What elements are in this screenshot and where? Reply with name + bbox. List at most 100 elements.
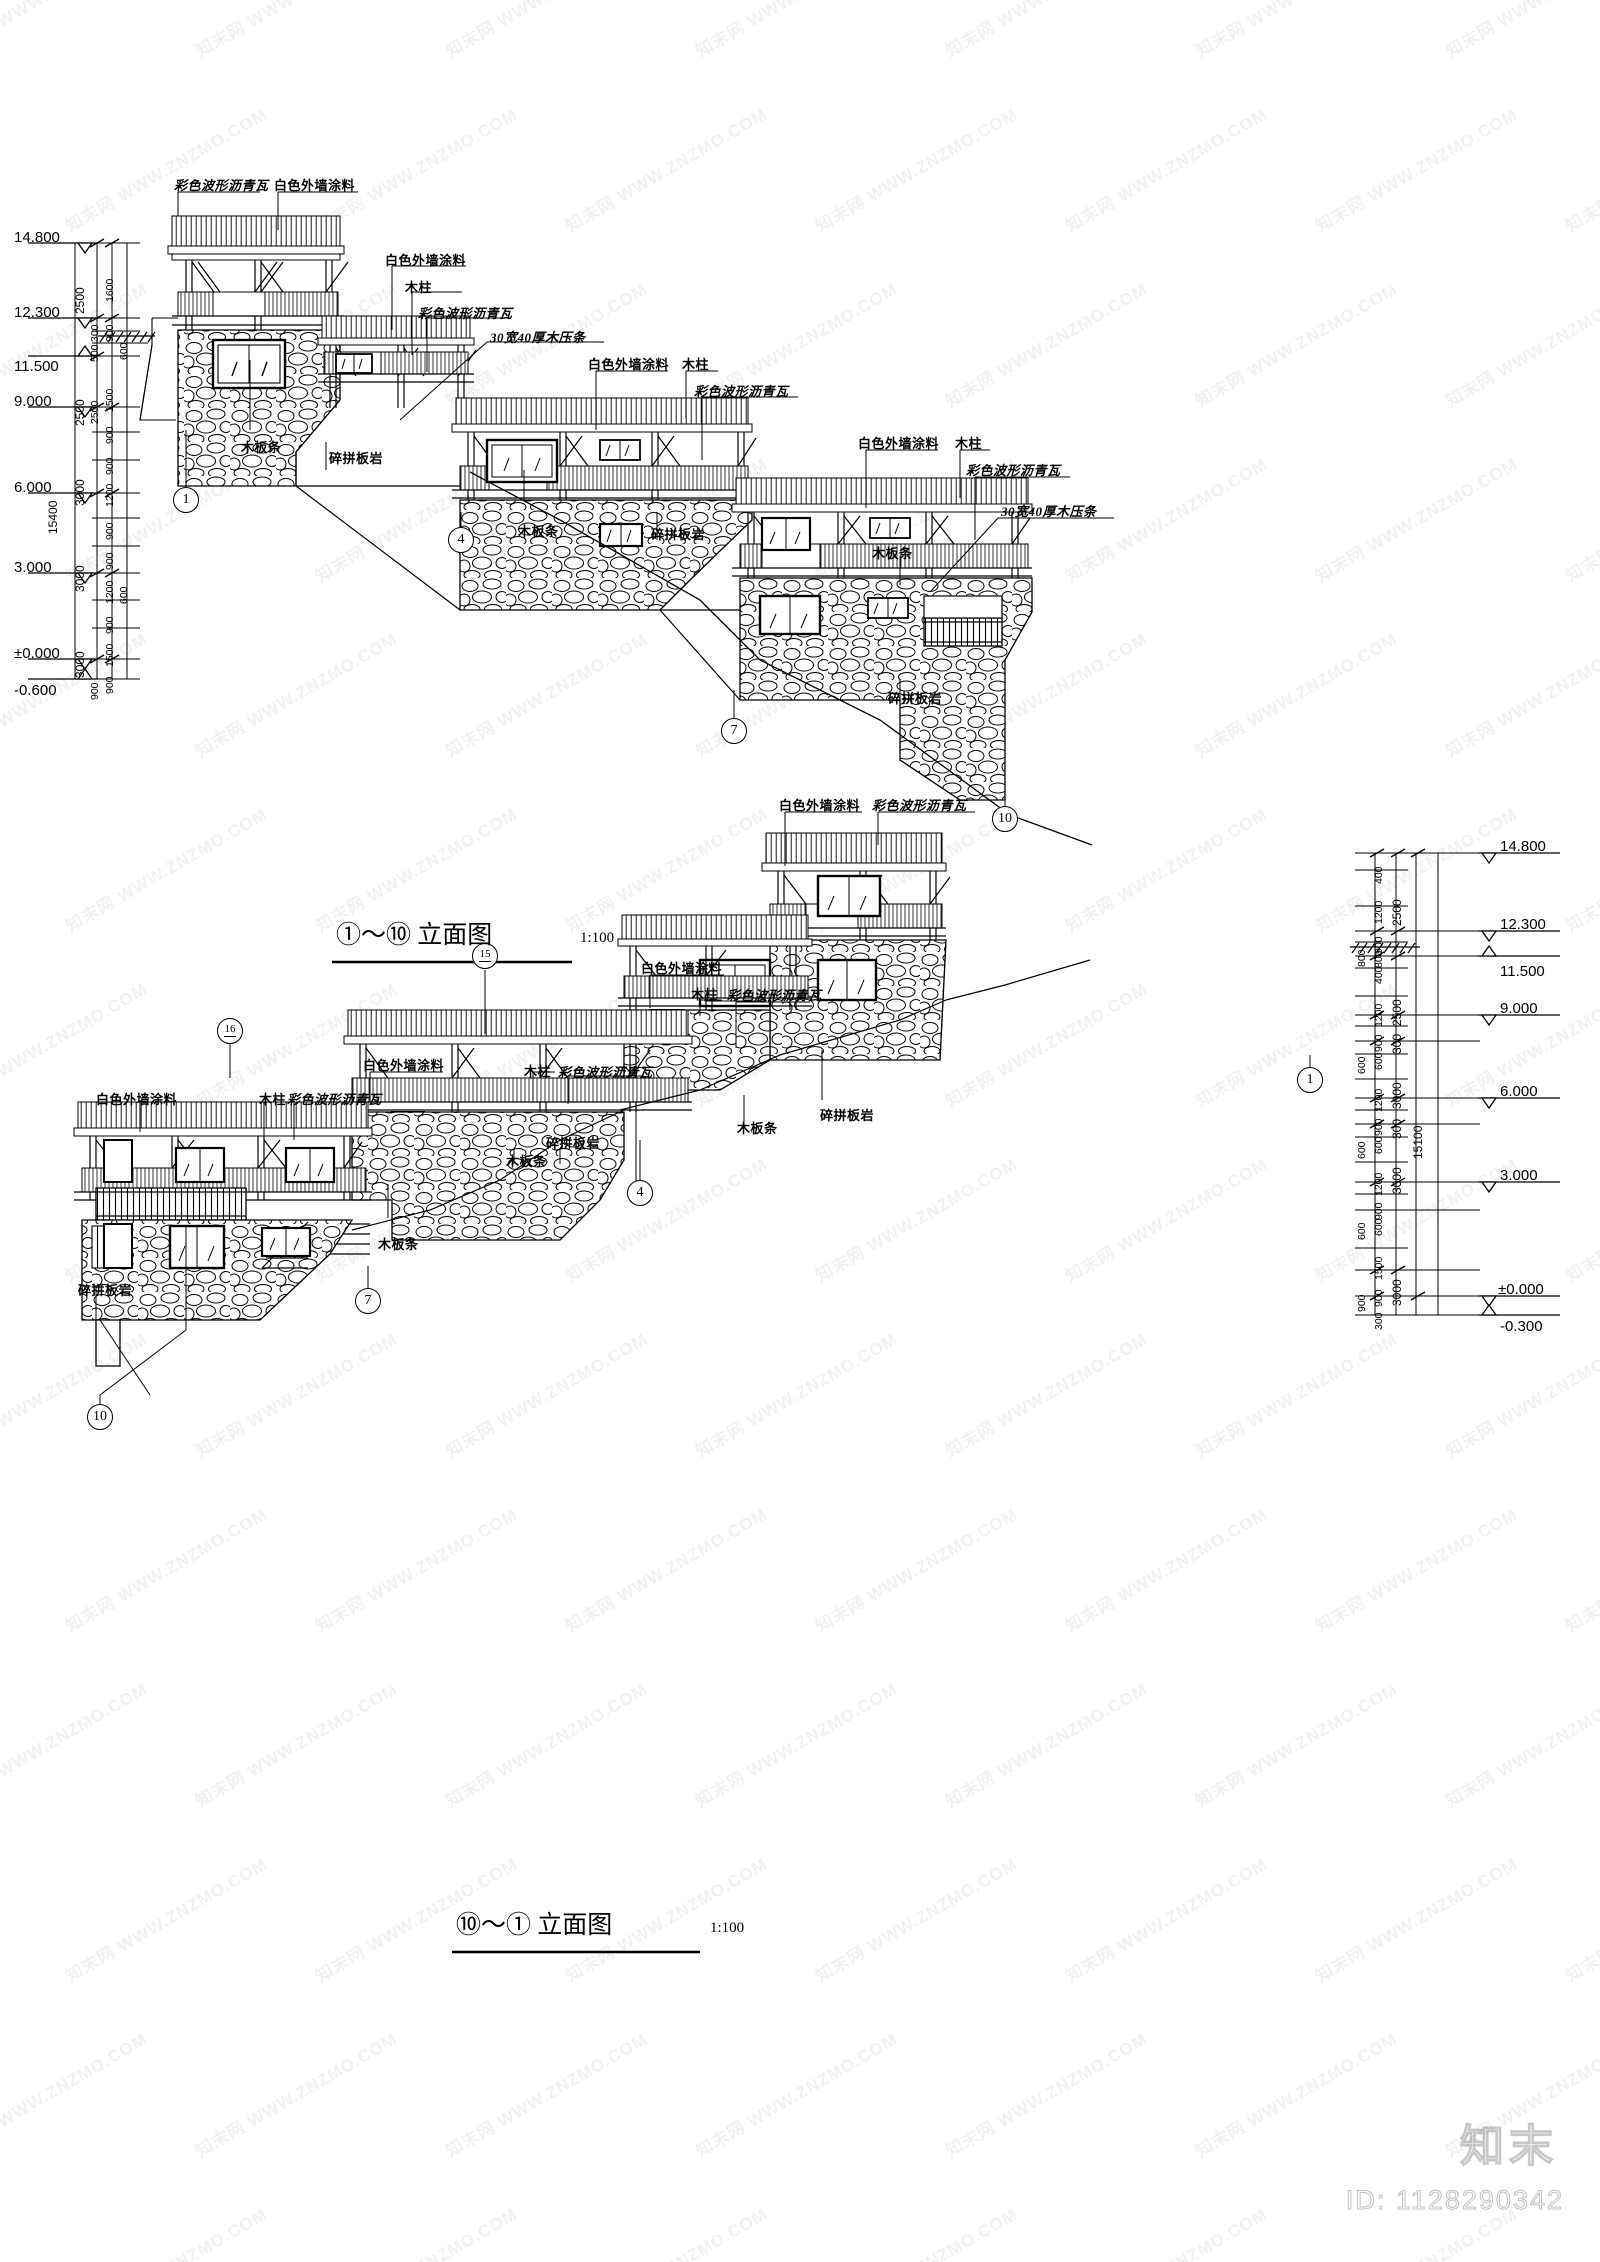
elevation-level-value: 6.000 — [14, 479, 52, 496]
dimension-value: 2500 — [1390, 999, 1404, 1026]
dimension-value: 300 — [1373, 1312, 1385, 1330]
dimension-value: 1200 — [104, 580, 116, 604]
material-annotation: 木柱 — [955, 436, 983, 451]
dimension-value: 2500 — [89, 400, 101, 424]
dimension-value: 600 — [1373, 1052, 1385, 1070]
material-annotation: 白色外墙涂料 — [385, 253, 467, 268]
elevation-2-title: ⑩～① 立面图 — [456, 1912, 613, 1939]
dimension-value: 900 — [1373, 1034, 1385, 1052]
dimension-value: 500 — [89, 344, 101, 362]
elevation-level-value: ±0.000 — [1498, 1281, 1544, 1298]
dimension-value: 3000 — [73, 565, 87, 592]
material-annotation: 木柱 — [682, 357, 710, 372]
material-annotation: 木板条 — [241, 440, 282, 455]
elevation-level-value: 11.500 — [14, 358, 59, 375]
dimension-value: 1500 — [104, 388, 116, 412]
grid-bubble-4-lower: 4 — [627, 1180, 653, 1206]
dimension-value: 900 — [104, 616, 116, 634]
material-annotation: 碎拼板岩 — [820, 1108, 875, 1123]
dimension-value: 900 — [104, 324, 116, 342]
dimension-value: 900 — [104, 426, 116, 444]
material-annotation: 碎拼板岩 — [78, 1283, 133, 1298]
dimension-value: 3000 — [1390, 1279, 1404, 1306]
material-annotation: 彩色波形沥青瓦 — [418, 306, 513, 321]
dimension-value: 800 — [1356, 949, 1368, 967]
material-annotation: 木柱 — [405, 280, 433, 295]
dimension-value: 1500 — [1373, 1256, 1385, 1280]
dimension-value: 2500 — [73, 287, 87, 314]
dimension-value: 600 — [1373, 1218, 1385, 1236]
material-annotation: 碎拼板岩 — [651, 527, 706, 542]
dimension-value: 900 — [1373, 1289, 1385, 1307]
material-annotation: 彩色波形沥青瓦 — [966, 463, 1061, 478]
dimension-value: 600 — [1356, 1222, 1368, 1240]
material-annotation: 彩色波形沥青瓦 — [694, 384, 789, 399]
elevation-level-value: 9.000 — [14, 393, 52, 410]
elevation-level-value: 9.000 — [1500, 1000, 1538, 1017]
elevation-level-value: 12.300 — [14, 304, 60, 321]
elevation-1-title: ①～⑩ 立面图 — [336, 922, 493, 949]
grid-bubble-7-lower: 7 — [355, 1288, 381, 1314]
material-annotation: 彩色波形沥青瓦 — [727, 988, 822, 1003]
dimension-value: 1200 — [1373, 900, 1385, 924]
elevation-level-value: -0.300 — [1500, 1318, 1543, 1335]
grid-bubble-10: 10 — [992, 806, 1018, 832]
dimension-value: 900 — [104, 457, 116, 475]
dimension-value: 3000 — [73, 651, 87, 678]
dimension-value: 1200 — [1373, 1172, 1385, 1196]
material-annotation: 木板条 — [506, 1154, 547, 1169]
material-annotation: 木板条 — [872, 546, 913, 561]
dimension-value: 300 — [1390, 1118, 1404, 1139]
dimension-value: 600 — [1356, 1141, 1368, 1159]
dimension-value: 400 — [1373, 866, 1385, 884]
dimension-value: 1200 — [1373, 1003, 1385, 1027]
elevation-2-scale: 1:100 — [710, 1920, 745, 1936]
elevation-1-scale: 1:100 — [580, 930, 615, 946]
dimension-value: 300 — [1390, 1033, 1404, 1054]
material-annotation: 彩色波形沥青瓦 — [287, 1092, 382, 1107]
material-annotation: 碎拼板岩 — [546, 1136, 601, 1151]
dimension-value: 600 — [1373, 1136, 1385, 1154]
grid-bubble-4: 4 — [448, 527, 474, 553]
dimension-value: 900 — [104, 552, 116, 570]
grid-bubble-16: 16 — [217, 1018, 243, 1044]
material-annotation: 30宽40厚木压条 — [1001, 504, 1097, 519]
material-annotation: 白色外墙涂料 — [641, 961, 723, 976]
grid-bubble-15: 15 — [472, 943, 498, 969]
dimension-value: 900 — [1356, 1294, 1368, 1312]
dimension-value: 900 — [89, 682, 101, 700]
material-annotation: 白色外墙涂料 — [274, 178, 356, 193]
dimension-value: 600 — [118, 342, 130, 360]
material-annotation: 木板条 — [737, 1121, 778, 1136]
material-annotation: 白色外墙涂料 — [96, 1092, 178, 1107]
material-annotation: 木板条 — [518, 524, 559, 539]
dimension-value: 1600 — [104, 278, 116, 302]
dimension-value: 3000 — [1390, 1082, 1404, 1109]
material-annotation: 彩色波形沥青瓦 — [872, 798, 967, 813]
material-annotation: 彩色波形沥青瓦 — [558, 1065, 653, 1080]
material-annotation: 碎拼板岩 — [888, 691, 943, 706]
dimension-value: 2500 — [1390, 899, 1404, 926]
dimension-value: 400 — [1373, 966, 1385, 984]
material-annotation: 木柱 — [691, 987, 719, 1002]
elevation-level-value: 14.800 — [1500, 838, 1546, 855]
elevation-level-value: 14.800 — [14, 229, 60, 246]
material-annotation: 碎拼板岩 — [329, 451, 384, 466]
material-annotation: 白色外墙涂料 — [779, 798, 861, 813]
dimension-value: 900 — [104, 676, 116, 694]
material-annotation: 30宽40厚木压条 — [490, 330, 586, 345]
grid-bubble-1: 1 — [173, 487, 199, 513]
dimension-value: 3000 — [1390, 1167, 1404, 1194]
dimension-value: 1500 — [104, 643, 116, 667]
dimension-value: 3000 — [73, 479, 87, 506]
elevation-level-value: 11.500 — [1500, 963, 1545, 980]
dimension-value: 900 — [1373, 1118, 1385, 1136]
material-annotation: 彩色波形沥青瓦 — [174, 178, 269, 193]
material-annotation: 木板条 — [378, 1237, 419, 1252]
material-annotation: 白色外墙涂料 — [858, 436, 940, 451]
elevation-level-value: -0.600 — [14, 682, 57, 699]
elevation-level-value: 12.300 — [1500, 916, 1546, 933]
dimension-value: 900 — [104, 522, 116, 540]
elevation-level-value: ±0.000 — [14, 645, 60, 662]
